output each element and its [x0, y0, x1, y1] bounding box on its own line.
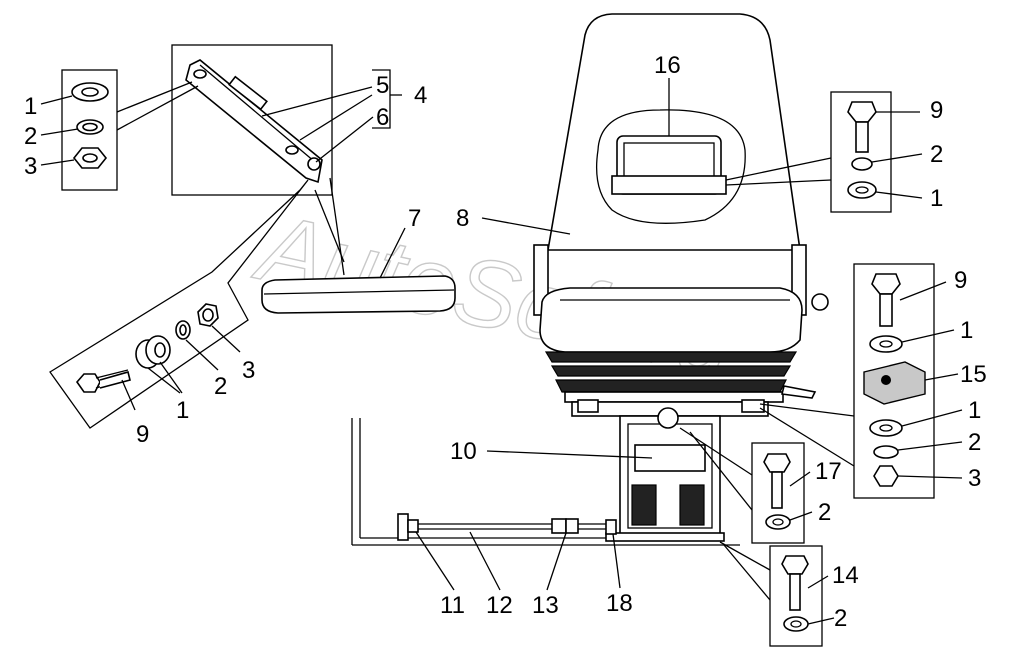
callout-13: 13	[532, 592, 559, 619]
callout-3-right: 3	[968, 465, 981, 492]
hardware-exploded-left	[49, 179, 309, 429]
callout-11: 11	[440, 592, 465, 619]
hardware-box-14	[769, 545, 823, 647]
callout-9-left: 9	[136, 421, 149, 448]
callout-6: 6	[376, 104, 389, 131]
callout-1-left: 1	[176, 397, 189, 424]
leader-lines	[40, 78, 963, 625]
seat-backrest	[533, 13, 829, 316]
hardware-box-17	[751, 442, 805, 544]
callout-7: 7	[408, 205, 421, 232]
seat-base	[571, 399, 769, 542]
callout-2-bolt14: 2	[834, 605, 847, 632]
bracket-detail-box	[171, 44, 333, 196]
callout-1-right-lower: 1	[968, 397, 981, 424]
hardware-box-top-left	[61, 69, 118, 191]
callout-14: 14	[832, 562, 859, 589]
callout-16: 16	[654, 52, 681, 79]
callout-3: 3	[24, 153, 37, 180]
callout-2-top-right: 2	[930, 141, 943, 168]
callout-3-left: 3	[242, 357, 255, 384]
callout-1-right: 1	[960, 317, 973, 344]
callout-labels: 1 2 3 5 6 4 7 8 16 9 2 1 9 1 15 1 2 3 17…	[24, 52, 987, 632]
callout-15: 15	[960, 361, 987, 388]
callout-4: 4	[414, 82, 427, 109]
callout-2: 2	[24, 123, 37, 150]
callout-9-top-right: 9	[930, 97, 943, 124]
callout-9-right: 9	[954, 267, 967, 294]
callout-8: 8	[456, 205, 469, 232]
callout-12: 12	[486, 592, 513, 619]
callout-1: 1	[24, 93, 37, 120]
seat-cushion	[539, 287, 803, 353]
callout-2-bolt17: 2	[818, 499, 831, 526]
suspension-bellows	[544, 351, 817, 403]
callout-1-top-right: 1	[930, 185, 943, 212]
armrest-pad	[261, 275, 456, 314]
callout-17: 17	[815, 458, 842, 485]
callout-18: 18	[606, 590, 633, 617]
callout-5: 5	[376, 72, 389, 99]
hardware-box-right-middle	[853, 263, 935, 499]
callout-2-right: 2	[968, 429, 981, 456]
callout-2-left: 2	[214, 373, 227, 400]
hardware-box-top-right	[830, 91, 892, 213]
callout-10: 10	[450, 438, 477, 465]
